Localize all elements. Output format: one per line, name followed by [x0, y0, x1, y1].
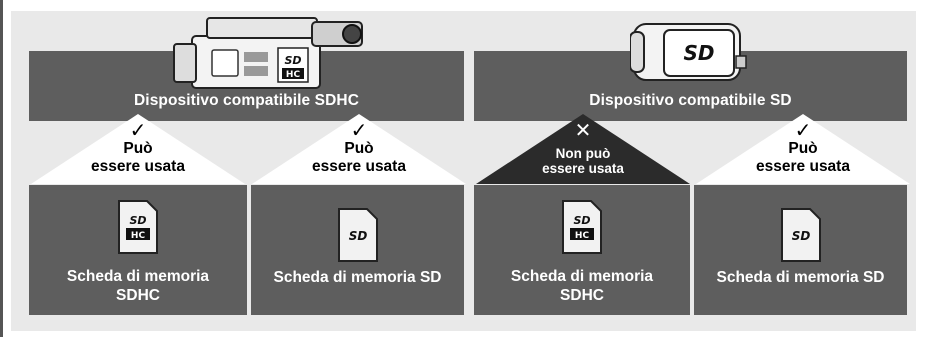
svg-text:HC: HC — [575, 231, 590, 241]
card-label-line: SDHC — [116, 287, 160, 304]
compat-line: Non può — [555, 146, 611, 161]
svg-text:HC: HC — [286, 70, 301, 80]
sd-card-icon: SD — [338, 208, 378, 262]
left-rule — [0, 0, 3, 337]
cross-icon: ✕ — [574, 120, 592, 142]
compat-text: Non può essere usata — [474, 146, 692, 176]
card-label: Scheda di memoria SDHC — [29, 267, 247, 305]
card-label: Scheda di memoria SD — [716, 269, 885, 286]
compat-text: Può essere usata — [29, 140, 247, 176]
compat-line: essere usata — [542, 161, 624, 176]
check-icon: ✓ — [129, 120, 147, 142]
svg-text:SD: SD — [129, 214, 146, 227]
svg-text:SD: SD — [573, 214, 590, 227]
compat-line: essere usata — [312, 158, 406, 175]
card-box-sdhc-2: SD HC Scheda di memoria SDHC — [474, 185, 690, 315]
compat-text: Può essere usata — [250, 140, 468, 176]
device-label-sd: Dispositivo compatibile SD — [589, 92, 792, 109]
svg-text:SD: SD — [683, 41, 714, 65]
card-box-sd-2: SD Scheda di memoria SD — [694, 185, 907, 315]
device-label-sdhc: Dispositivo compatibile SDHC — [134, 92, 359, 109]
card-label-line: Scheda di memoria — [510, 268, 654, 285]
compat-line: Può — [344, 140, 374, 157]
card-label-line: Scheda di memoria — [66, 268, 210, 285]
svg-text:SD: SD — [349, 229, 368, 243]
sdhc-card-icon: SD HC — [562, 200, 602, 254]
svg-text:SD: SD — [792, 229, 811, 243]
svg-text:SD: SD — [284, 54, 301, 67]
sd-card-icon: SD — [781, 208, 821, 262]
svg-text:HC: HC — [131, 231, 146, 241]
check-icon: ✓ — [794, 120, 812, 142]
compat-indicator-4: ✓ Può essere usata — [694, 112, 912, 186]
card-label-line: SDHC — [560, 287, 604, 304]
card-label: Scheda di memoria SD — [273, 269, 442, 286]
sdhc-camcorder-icon: SD HC — [173, 17, 363, 89]
card-box-sdhc-1: SD HC Scheda di memoria SDHC — [29, 185, 247, 315]
compat-line: Può — [788, 140, 818, 157]
compat-indicator-2: ✓ Può essere usata — [250, 112, 468, 186]
compat-line: Può — [123, 140, 153, 157]
compat-indicator-1: ✓ Può essere usata — [29, 112, 247, 186]
sd-camcorder-icon: SD — [630, 23, 747, 81]
compat-line: essere usata — [91, 158, 185, 175]
compat-line: essere usata — [756, 158, 850, 175]
card-box-sd-1: SD Scheda di memoria SD — [251, 185, 464, 315]
sdhc-card-icon: SD HC — [118, 200, 158, 254]
compat-indicator-3: ✕ Non può essere usata — [474, 112, 692, 186]
check-icon: ✓ — [350, 120, 368, 142]
compat-text: Può essere usata — [694, 140, 912, 176]
card-label: Scheda di memoria SDHC — [474, 267, 690, 305]
